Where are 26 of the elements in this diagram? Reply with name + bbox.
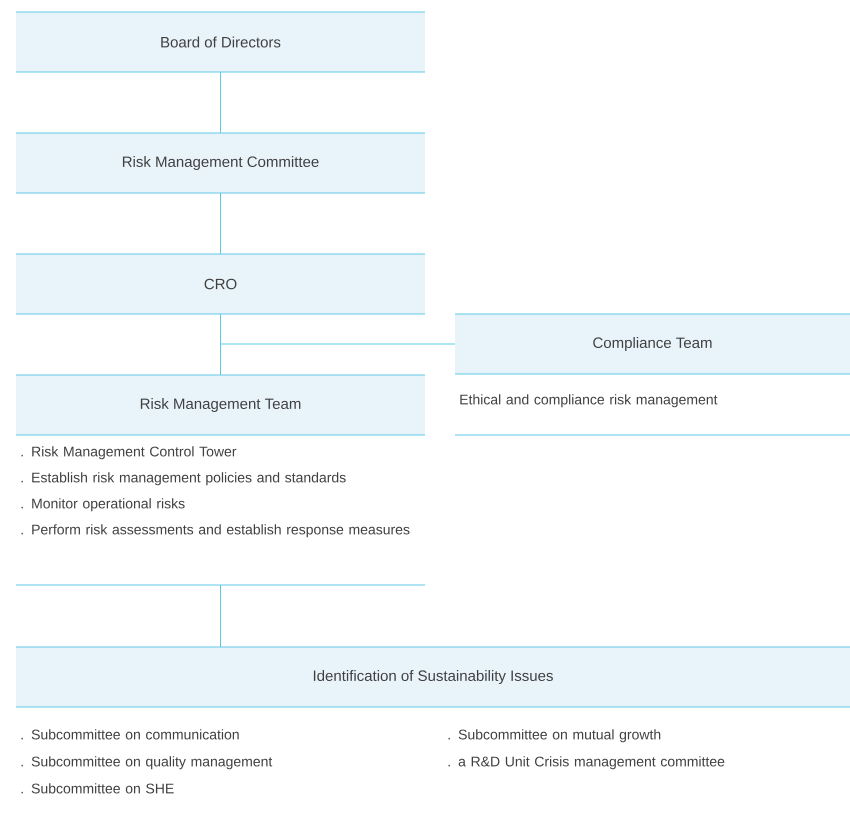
box-heading: Identification of Sustainability Issues	[314, 670, 553, 684]
list-item: . Establish risk management policies and standards	[22, 472, 346, 486]
list-item: Ethical and compliance risk management	[460, 394, 718, 408]
box-heading: Board of Directors	[161, 36, 280, 48]
org-box	[16, 12, 426, 72]
connector-line	[220, 72, 221, 134]
org-box	[16, 374, 426, 586]
list-item: . Subcommittee on SHE	[22, 783, 174, 794]
org-box	[16, 646, 850, 794]
org-box	[454, 314, 850, 436]
list-item: . Perform risk assessments and establish response measures	[22, 524, 410, 538]
connector-line	[220, 584, 221, 648]
box-heading: Risk Management Committee	[122, 156, 319, 170]
box-heading: CRO	[204, 278, 236, 290]
list-item: . Risk Management Control Tower	[22, 446, 236, 460]
org-box	[16, 132, 426, 194]
connector-line	[220, 192, 221, 254]
list-item: . a R&D Unit Crisis management committee	[448, 756, 724, 770]
list-item: . Subcommittee on mutual growth	[448, 729, 660, 742]
org-box	[16, 254, 426, 314]
list-item: . Subcommittee on communication	[22, 729, 239, 740]
box-heading: Risk Management Team	[140, 398, 300, 412]
connector-line	[220, 314, 221, 376]
list-item: . Subcommittee on quality management	[22, 756, 272, 770]
box-heading: Compliance Team	[593, 337, 712, 351]
list-item: . Monitor operational risks	[22, 498, 185, 512]
